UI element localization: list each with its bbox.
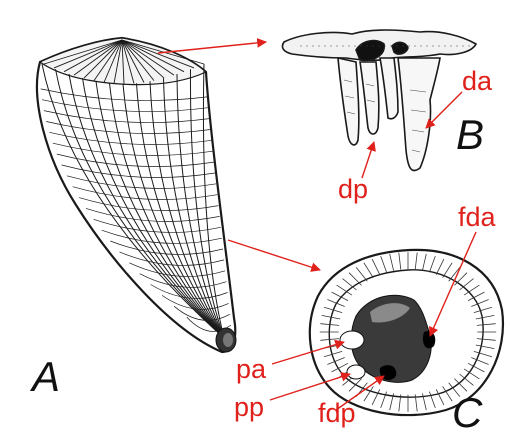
process-dp-right: [360, 62, 379, 134]
arrow-a-to-c: [228, 240, 320, 270]
panel-letter-a: A: [32, 356, 60, 398]
label-pp: pp: [234, 394, 264, 421]
label-pa: pa: [236, 356, 266, 383]
panel-letter-b: B: [456, 114, 484, 156]
panel-letter-c: C: [452, 392, 482, 434]
label-fdp: fdp: [318, 400, 356, 427]
opening-pp: [347, 365, 365, 379]
label-dp: dp: [338, 176, 368, 203]
opening-pa: [340, 331, 364, 349]
fossil-apex-highlight: [223, 333, 233, 347]
fossil-top-fragment: [282, 30, 476, 171]
process-da: [398, 58, 440, 171]
fossil-side-view: [37, 38, 236, 352]
label-fda: fda: [458, 204, 496, 231]
arrow-a-to-b: [158, 42, 266, 53]
label-da: da: [462, 68, 492, 95]
fragment-cavity-right: [392, 42, 408, 54]
fragment-support: [380, 58, 398, 119]
process-dp-left: [338, 58, 359, 145]
arrow-dp: [362, 142, 374, 178]
